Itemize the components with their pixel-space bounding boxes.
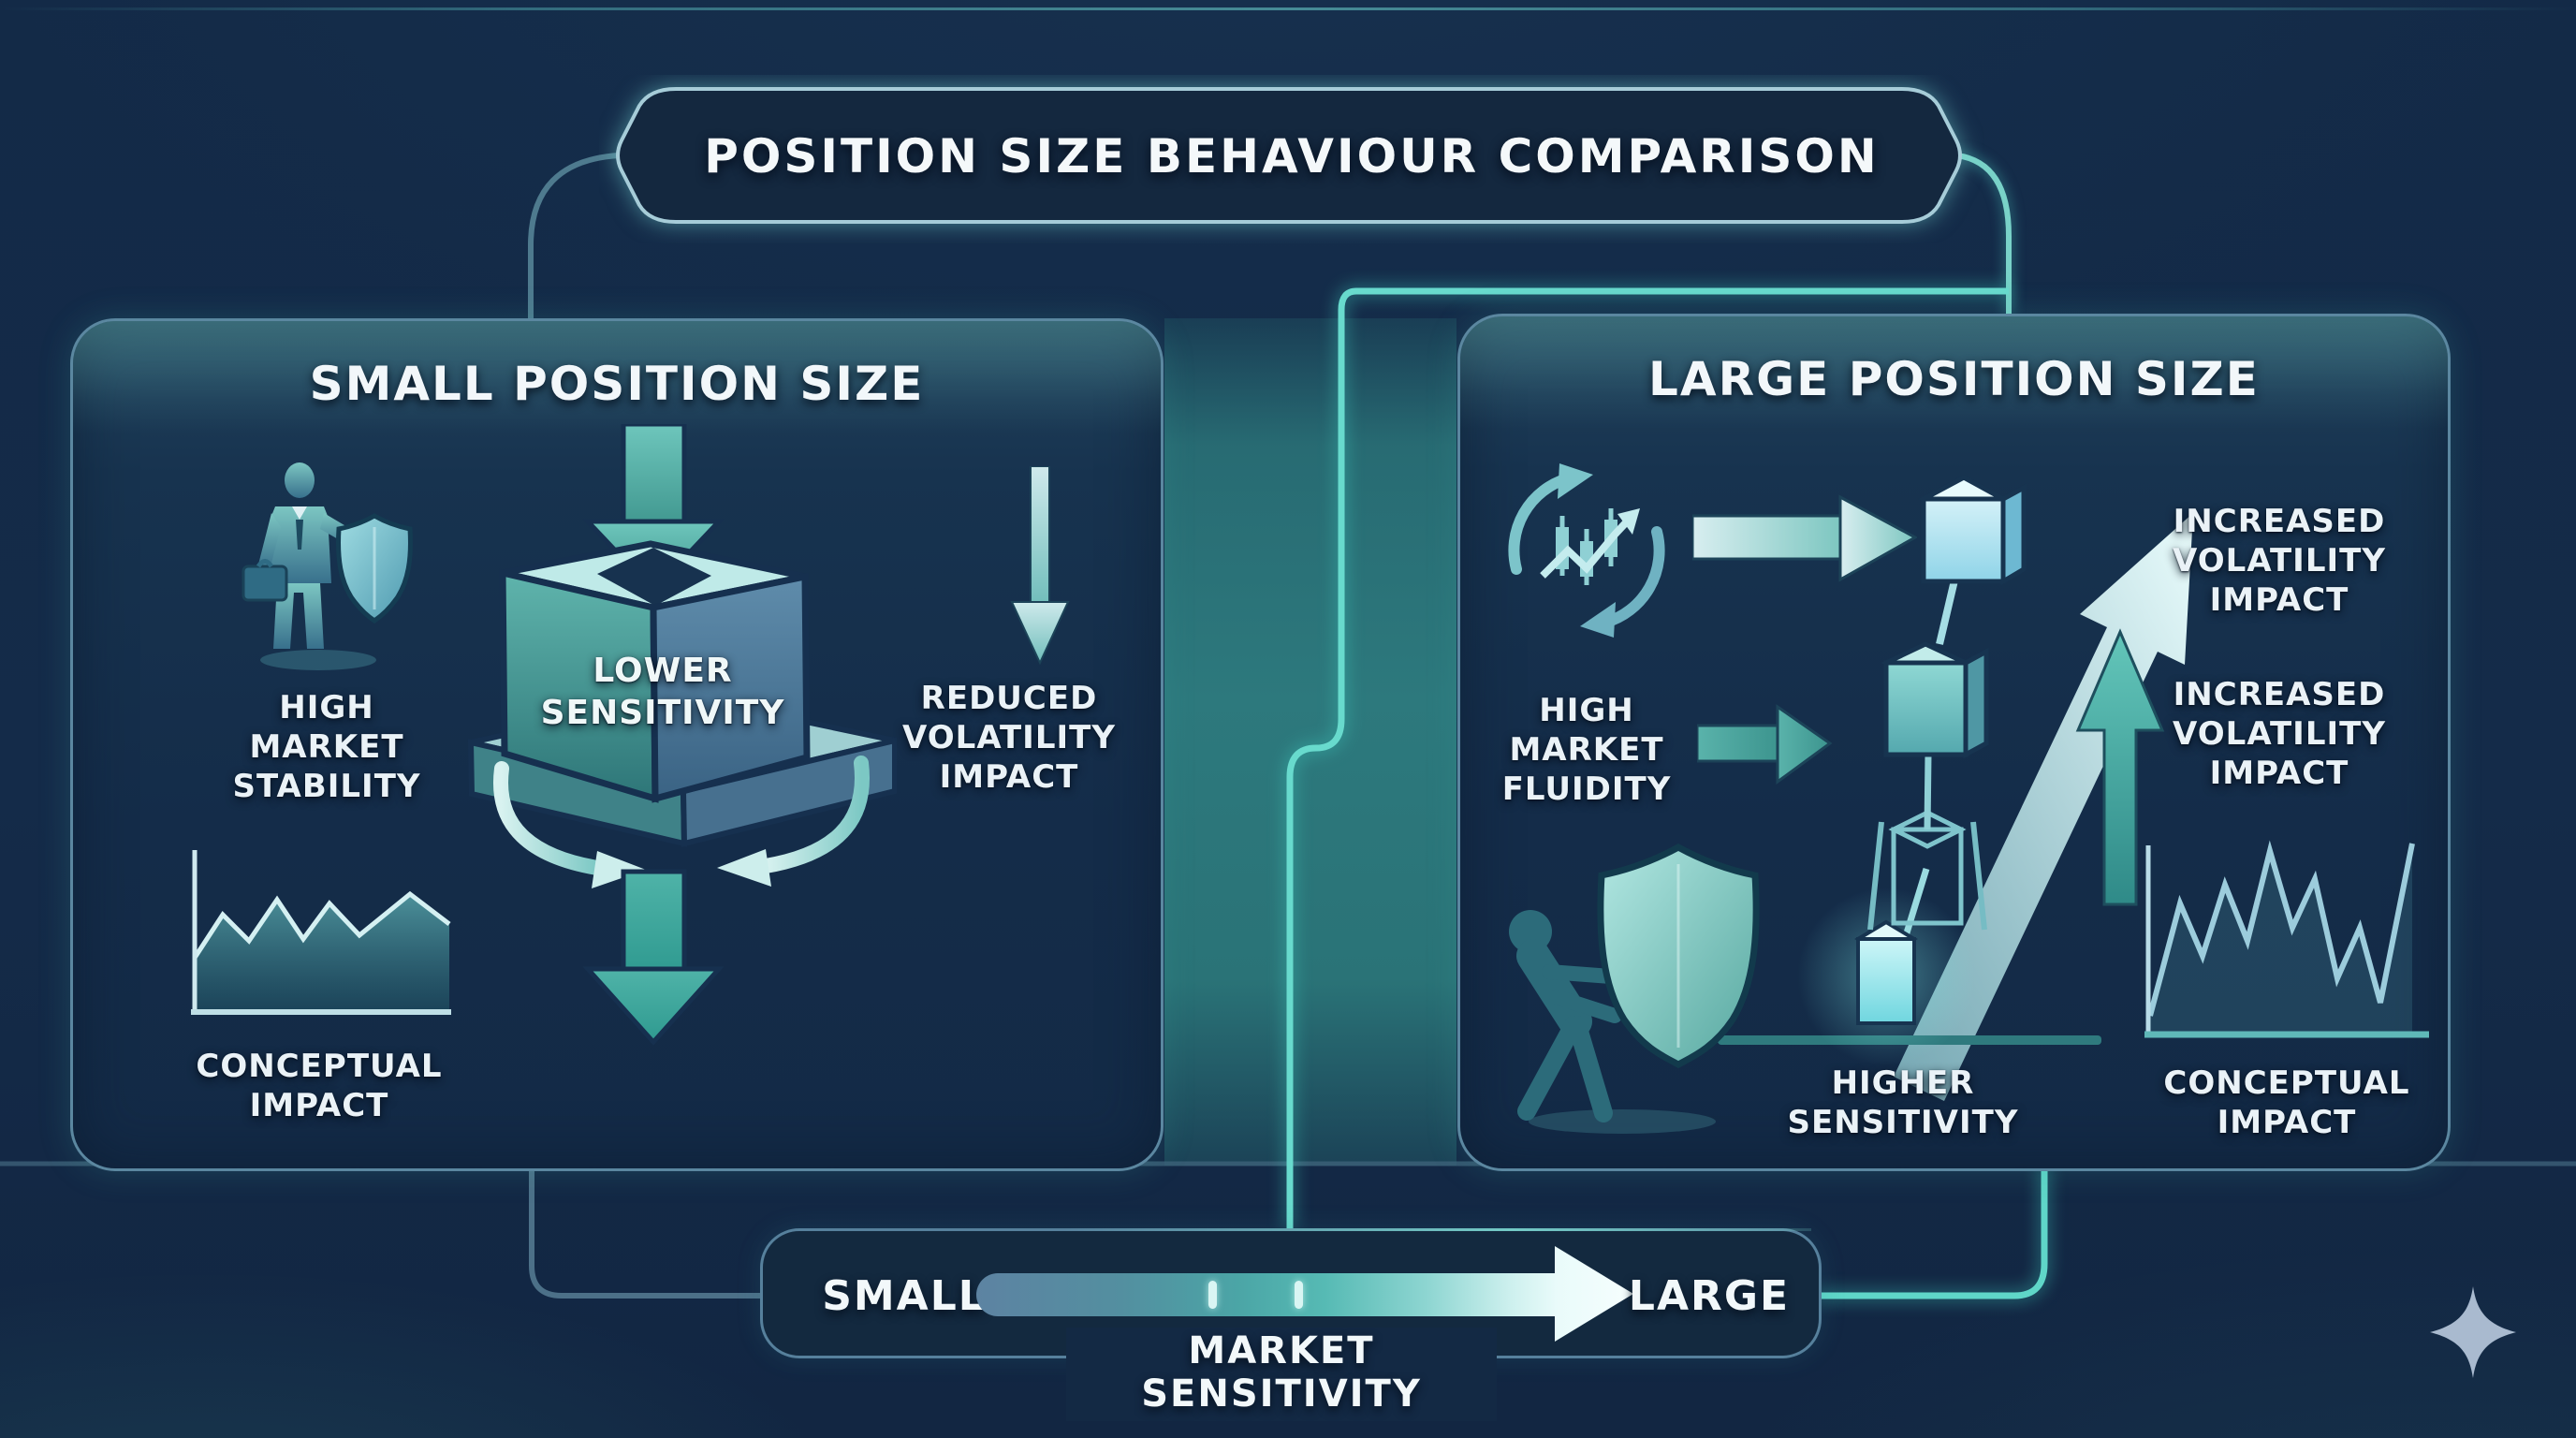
higher-sensitivity-label: HIGHER SENSITIVITY <box>1787 1064 2019 1142</box>
volatility-chart-icon <box>2144 840 2429 1038</box>
sparkle-icon <box>2430 1286 2516 1378</box>
small-position-panel: SMALL POSITION SIZE HIGH MAR <box>70 318 1164 1171</box>
conceptual-impact-label-small: CONCEPTUAL IMPACT <box>196 1048 443 1125</box>
increased-volatility-label-2: INCREASED VOLATILITY IMPACT <box>2173 676 2386 793</box>
slider-tick <box>1295 1281 1303 1309</box>
gradient-scale-bar <box>976 1273 1557 1316</box>
scale-small-label: SMALL <box>822 1272 987 1320</box>
reduced-volatility-label: REDUCED VOLATILITY IMPACT <box>902 680 1116 797</box>
cube-pedestal-illustration <box>467 424 897 1046</box>
top-divider-line <box>0 7 2576 10</box>
slider-tick <box>1208 1281 1217 1309</box>
title-banner <box>616 87 1962 224</box>
scale-caption: MARKET SENSITIVITY <box>1066 1328 1497 1421</box>
conceptual-impact-label-large: CONCEPTUAL IMPACT <box>2163 1064 2410 1142</box>
area-chart-icon <box>191 850 451 1015</box>
small-panel-title: SMALL POSITION SIZE <box>309 357 925 411</box>
scale-large-label: LARGE <box>1628 1272 1791 1320</box>
center-glow <box>1164 318 1456 1166</box>
large-position-panel: LARGE POSITION SIZE HIGH MARKET FLUIDITY <box>1457 314 2451 1171</box>
stability-label: HIGH MARKET STABILITY <box>232 689 421 806</box>
businessman-shield-icon <box>242 462 413 670</box>
increased-volatility-label-1: INCREASED VOLATILITY IMPACT <box>2173 503 2386 620</box>
right-arrow-small-icon <box>1697 704 1833 785</box>
scale-arrowhead-icon <box>1555 1246 1633 1342</box>
right-arrow-large-icon <box>1692 494 1917 582</box>
fluidity-label: HIGH MARKET FLUIDITY <box>1501 692 1672 809</box>
thin-down-arrow-icon <box>1010 466 1070 666</box>
person-shield-icon <box>1509 844 1760 1134</box>
lower-sensitivity-label: LOWER SENSITIVITY <box>540 652 785 732</box>
large-panel-title: LARGE POSITION SIZE <box>1648 352 2260 406</box>
box-tower-illustration <box>1718 475 2193 1101</box>
market-cycle-icon <box>1508 463 1665 638</box>
sensitivity-scale: SMALL LARGE MARKET SENSITIVITY <box>760 1228 1822 1421</box>
page-title: POSITION SIZE BEHAVIOUR COMPARISON <box>704 129 1880 183</box>
